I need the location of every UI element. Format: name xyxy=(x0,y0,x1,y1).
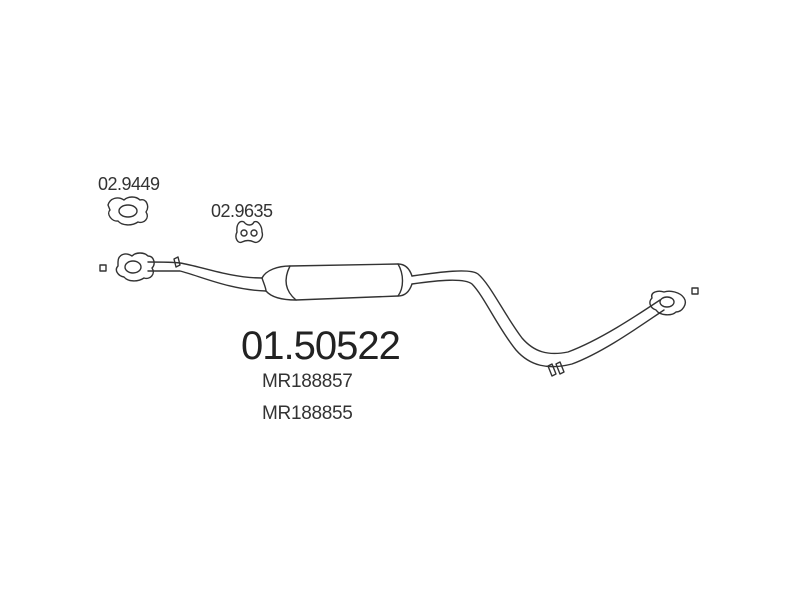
left-connection-marker xyxy=(99,264,107,272)
right-connection-marker xyxy=(691,287,699,295)
gasket-part xyxy=(107,196,149,226)
inlet-flange xyxy=(115,252,155,282)
muffler xyxy=(261,263,413,301)
outlet-flange xyxy=(649,290,686,316)
oem-ref-2: MR188855 xyxy=(262,403,353,424)
outlet-pipe xyxy=(411,270,665,377)
main-part-number: 01.50522 xyxy=(241,324,401,368)
rubber-mount-part-number: 02.9635 xyxy=(211,201,273,221)
rubber-mount-part xyxy=(235,220,264,244)
inlet-pipe xyxy=(147,256,267,292)
oem-ref-1: MR188857 xyxy=(262,371,353,392)
gasket-part-number: 02.9449 xyxy=(98,174,160,194)
